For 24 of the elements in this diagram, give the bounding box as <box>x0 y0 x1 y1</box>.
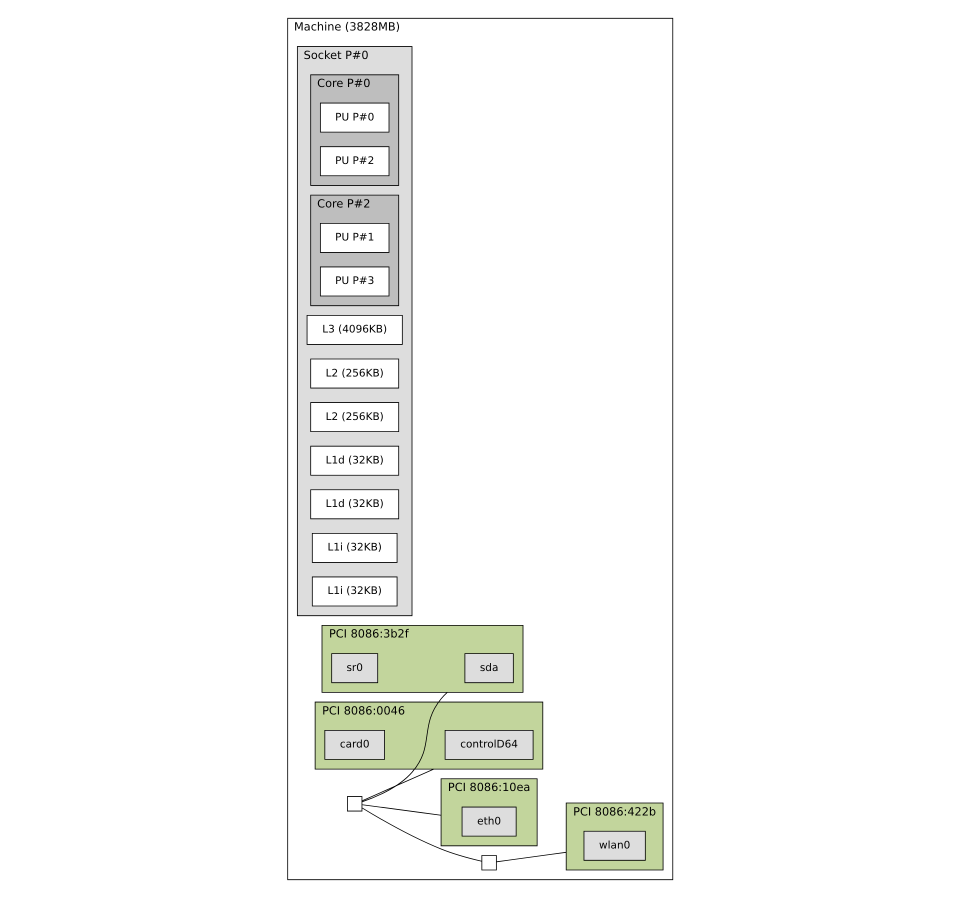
node-box: PU P#0 <box>319 102 389 133</box>
node-box: L1d (32KB) <box>310 489 399 520</box>
node-box: PU P#3 <box>319 266 389 296</box>
node-box: sr0 <box>330 653 378 684</box>
node-box: sda <box>464 653 514 684</box>
node-box: L1d (32KB) <box>310 446 399 476</box>
node-box: L2 (256KB) <box>310 358 399 388</box>
connector <box>361 692 448 802</box>
node-box: card0 <box>324 730 384 760</box>
node-box: L2 (256KB) <box>310 402 399 432</box>
connector <box>361 804 441 816</box>
node-box: PU P#1 <box>319 222 389 253</box>
connector <box>361 808 482 862</box>
node-box <box>480 855 496 870</box>
node-box: controlD64 <box>444 730 534 760</box>
node-box: L1i (32KB) <box>311 576 397 606</box>
connector <box>361 768 434 802</box>
node-box: wlan0 <box>583 830 646 861</box>
node-box: L3 (4096KB) <box>306 314 402 345</box>
node-box: eth0 <box>461 806 516 836</box>
node-box <box>346 796 362 812</box>
connector <box>496 852 566 862</box>
node-box: L1i (32KB) <box>311 532 397 563</box>
node-box: PU P#2 <box>319 146 389 176</box>
